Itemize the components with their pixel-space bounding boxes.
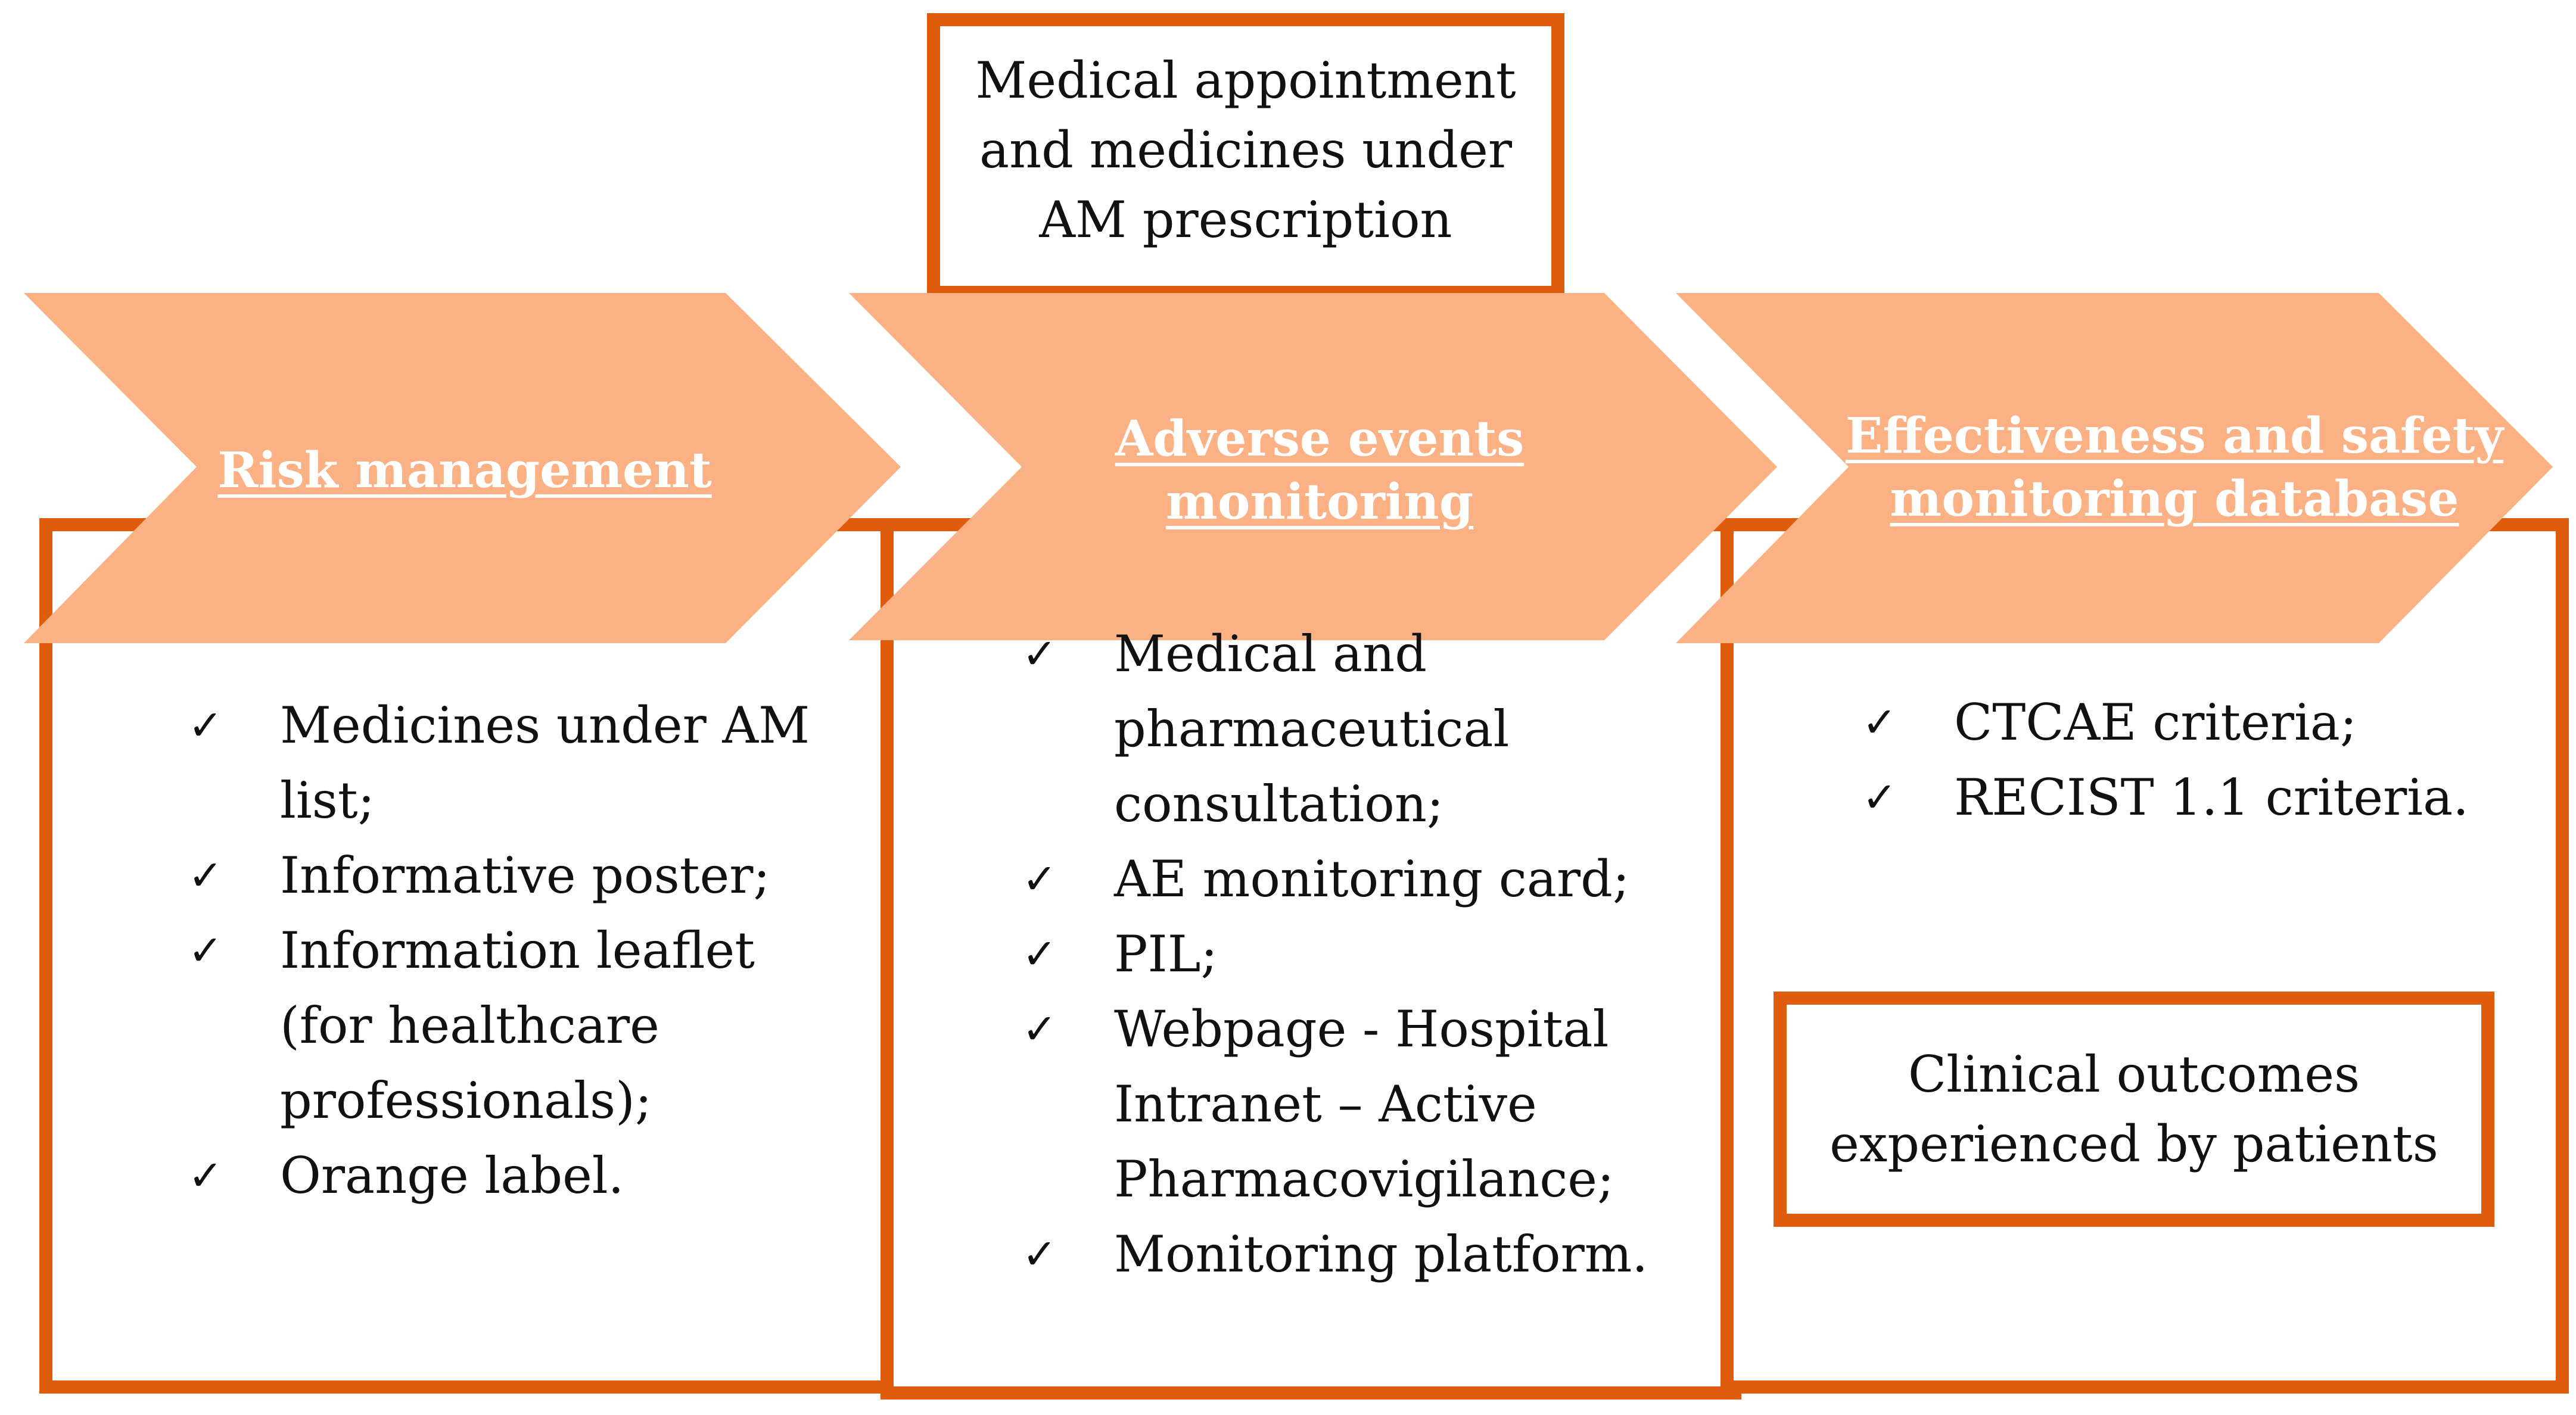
chevron-effectiveness-database: [1676, 293, 2553, 643]
chevron-risk-management: [24, 293, 901, 643]
effectiveness-database-list: ✓CTCAE criteria; ✓RECIST 1.1 criteria.: [1853, 685, 2508, 835]
check-icon: ✓: [1022, 629, 1057, 678]
adverse-events-list: ✓Medical and pharmaceutical consultation…: [1013, 616, 1728, 1292]
check-icon: ✓: [1022, 930, 1057, 978]
list-item: ✓RECIST 1.1 criteria.: [1853, 760, 2508, 835]
process-chevrons: [24, 293, 2553, 643]
medical-appointment-box: Medical appointment and medicines under …: [927, 13, 1564, 299]
check-icon: ✓: [1022, 1005, 1057, 1054]
stage-label-effectiveness-database: Effectiveness and safety monitoring data…: [1845, 407, 2504, 528]
chevron-adverse-events: [849, 293, 1777, 640]
list-item: ✓Informative poster;: [179, 838, 840, 913]
list-item: ✓AE monitoring card;: [1013, 841, 1728, 917]
list-item: ✓Monitoring platform.: [1013, 1217, 1728, 1292]
list-item: ✓Medical and pharmaceutical consultation…: [1013, 616, 1728, 841]
stage-label-risk-management: Risk management: [217, 442, 712, 499]
check-icon: ✓: [188, 926, 223, 975]
check-icon: ✓: [1862, 773, 1897, 822]
list-item: ✓Orange label.: [179, 1138, 840, 1213]
list-item: ✓PIL;: [1013, 917, 1728, 992]
list-item: ✓CTCAE criteria;: [1853, 685, 2508, 760]
list-item: ✓Information leaflet (for healthcare pro…: [179, 913, 840, 1138]
check-icon: ✓: [1022, 1230, 1057, 1279]
check-icon: ✓: [188, 701, 223, 750]
check-icon: ✓: [1862, 698, 1897, 747]
list-item: ✓Medicines under AM list;: [179, 688, 840, 838]
list-item: ✓Webpage - Hospital Intranet – Active Ph…: [1013, 992, 1728, 1217]
check-icon: ✓: [188, 851, 223, 900]
check-icon: ✓: [188, 1151, 223, 1200]
check-icon: ✓: [1022, 855, 1057, 903]
stage-label-adverse-events: Adverse events monitoring: [1115, 410, 1525, 531]
clinical-outcomes-box: Clinical outcomes experienced by patient…: [1774, 992, 2494, 1227]
risk-management-list: ✓Medicines under AM list; ✓Informative p…: [179, 688, 840, 1213]
